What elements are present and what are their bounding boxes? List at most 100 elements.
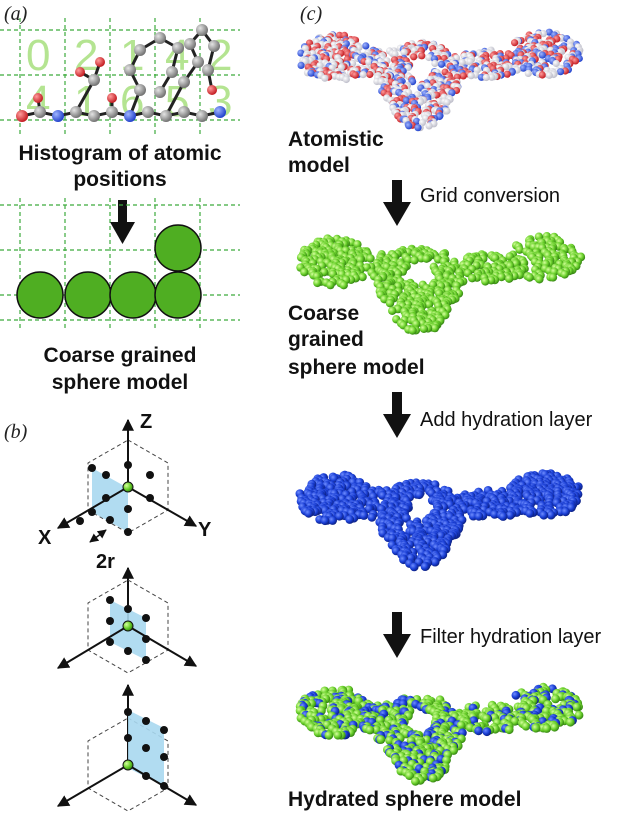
atomistic-caption-line2: model [288, 154, 350, 177]
sphere [411, 776, 420, 786]
sphere [412, 319, 421, 329]
sphere [342, 75, 350, 84]
sphere [539, 510, 549, 520]
sphere [491, 253, 500, 263]
sphere [431, 59, 439, 68]
sphere [482, 727, 492, 737]
sphere [297, 49, 305, 57]
axis-y-label: Y [198, 519, 212, 541]
sphere [404, 255, 413, 264]
sphere [337, 63, 345, 71]
sphere [418, 52, 426, 60]
sphere [574, 710, 584, 720]
sphere [358, 272, 367, 282]
sphere [349, 59, 357, 67]
sphere [538, 71, 546, 79]
atomistic-caption-line1: Atomistic [288, 128, 384, 151]
sphere [560, 270, 569, 279]
sphere [561, 507, 570, 517]
sphere [414, 124, 422, 132]
sphere [359, 511, 369, 520]
sphere [443, 107, 451, 115]
molecule-ball-and-stick [16, 24, 226, 122]
sphere [505, 274, 514, 283]
sphere [531, 723, 541, 733]
sphere [443, 98, 451, 106]
sphere [552, 59, 560, 68]
sphere [488, 73, 496, 81]
sphere [566, 717, 575, 727]
sphere [572, 702, 582, 712]
sphere [525, 509, 535, 518]
step-filter-hydration: Filter hydration layer [420, 626, 602, 648]
hydrated-caption: Hydrated sphere model [288, 788, 521, 811]
sphere [409, 562, 419, 572]
sphere [385, 736, 394, 745]
step-grid-conversion: Grid conversion [420, 185, 560, 207]
coarse-spheres [16, 224, 202, 319]
sphere [408, 326, 417, 335]
sphere [385, 299, 395, 308]
sphere [571, 57, 580, 65]
sphere [524, 69, 532, 77]
sphere [430, 557, 440, 567]
sphere [376, 735, 386, 744]
sphere [468, 274, 477, 283]
histogram-caption-line1: Histogram of atomic [18, 142, 221, 165]
sphere [388, 533, 397, 543]
sphere [456, 720, 466, 730]
sphere [297, 61, 305, 69]
down-arrow-icon [383, 392, 411, 438]
sphere [333, 730, 343, 740]
step-add-hydration: Add hydration layer [420, 409, 593, 431]
sphere [356, 255, 365, 264]
coarse-caption-line1: Coarse [288, 302, 359, 325]
sphere [409, 78, 417, 86]
sphere [320, 516, 330, 526]
panel-c: (c) Atomistic model Grid conversion Coar… [288, 3, 602, 811]
sphere [459, 72, 467, 80]
sphere [345, 515, 355, 524]
sphere [550, 722, 559, 732]
sphere [474, 726, 483, 736]
sphere [339, 281, 348, 290]
coarse-green-sphere-model [296, 232, 586, 335]
sphere [497, 272, 506, 282]
sphere [326, 280, 335, 290]
sphere [481, 277, 490, 286]
sphere [466, 58, 474, 66]
digit-0: 0 [26, 31, 50, 80]
sphere [313, 278, 322, 288]
sphere [367, 512, 377, 522]
sphere [414, 490, 424, 500]
sphere [388, 306, 397, 315]
hydration-layer-model [295, 469, 583, 572]
sphere [548, 273, 558, 282]
sphere [422, 254, 431, 263]
coarse-caption-line2: grained [288, 328, 364, 351]
panel-b: (b) Z X Y 2r [4, 411, 212, 812]
sphere [467, 72, 475, 80]
sphere [521, 721, 531, 731]
sphere [545, 71, 553, 79]
sphere [362, 42, 370, 50]
sphere [425, 53, 433, 62]
lattice-diagram-2 [56, 566, 198, 674]
sphere [511, 690, 521, 700]
down-arrow-icon [110, 200, 135, 244]
sphere [420, 562, 430, 571]
sphere [556, 68, 565, 76]
sphere [351, 71, 359, 79]
sphere [410, 256, 419, 265]
sphere [535, 275, 544, 284]
sphere [366, 254, 375, 263]
sphere [504, 725, 514, 735]
atomistic-protein-model [297, 28, 584, 132]
hydrated-sphere-model [295, 682, 584, 786]
radius-label: 2r [96, 551, 115, 573]
sphere [430, 323, 440, 333]
sphere [546, 510, 556, 520]
sphere [502, 63, 510, 71]
sphere [300, 268, 309, 277]
sphere [428, 773, 438, 783]
